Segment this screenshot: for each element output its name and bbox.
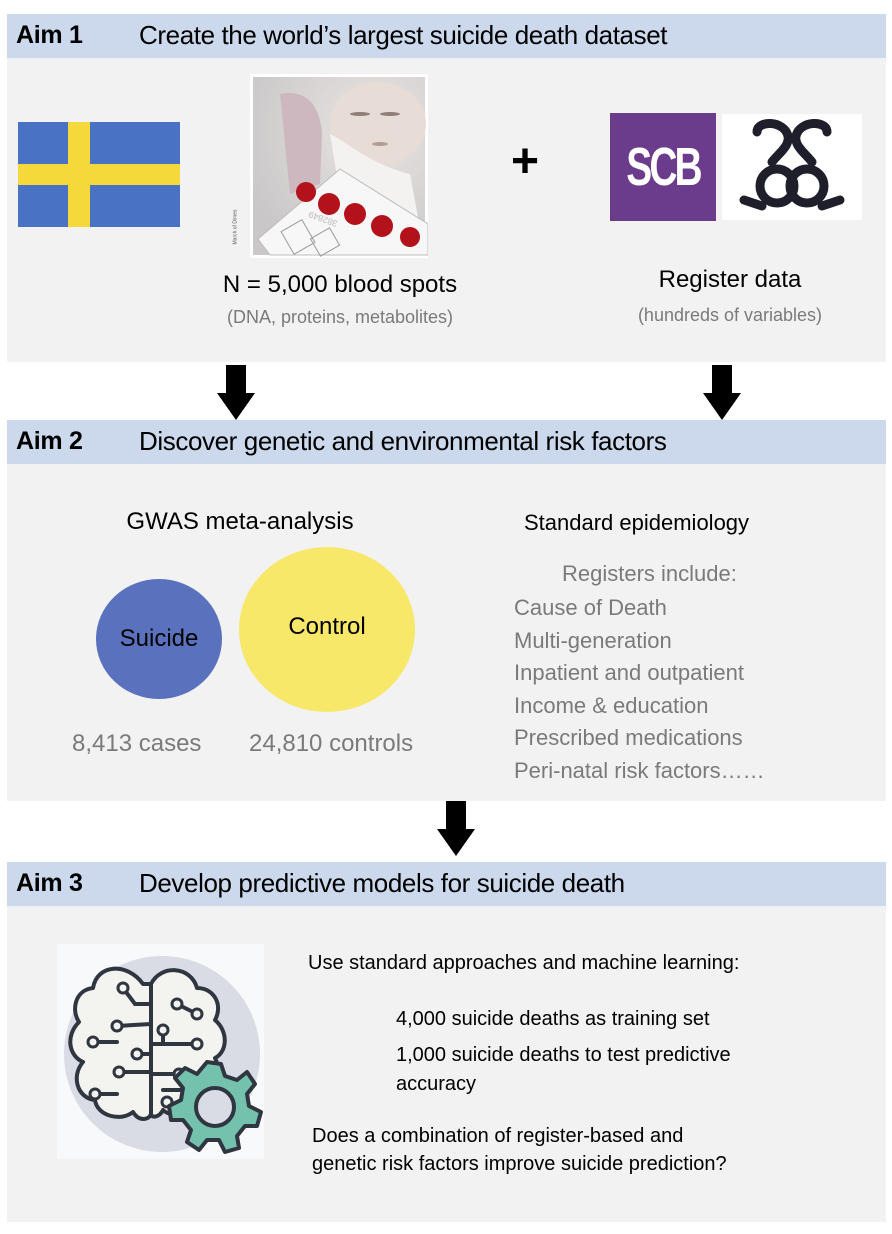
blood-spot — [296, 182, 316, 202]
suicide-circle-label: Suicide — [119, 625, 199, 652]
blood-spot — [318, 193, 340, 215]
arrow-shaft — [712, 365, 732, 394]
aim2-label: Aim 2 — [16, 427, 83, 455]
registers-list: Cause of Death Multi-generation Inpatien… — [514, 592, 765, 787]
test-set-text-line2: accuracy — [396, 1073, 477, 1095]
gear-icon — [167, 1060, 263, 1154]
test-set-text-line1: 1,000 suicide deaths to test predictive — [396, 1044, 731, 1066]
aim1-header: Aim 1 Create the world’s largest suicide… — [7, 14, 886, 58]
brain-gear-svg — [64, 956, 263, 1154]
question-text-line1: Does a combination of register-based and — [312, 1125, 684, 1147]
blood-spot-photo-image — [253, 77, 429, 257]
register-item: Multi-generation — [514, 627, 672, 653]
question-text-line2: genetic risk factors improve suicide pre… — [312, 1153, 727, 1175]
gwas-heading: GWAS meta-analysis — [126, 508, 354, 535]
interlocked-rings-icon — [739, 119, 845, 211]
arrow-down-left — [217, 365, 255, 421]
aim3-title: Develop predictive models for suicide de… — [139, 868, 625, 898]
epi-heading: Standard epidemiology — [524, 510, 750, 535]
controls-count: 24,810 controls — [249, 730, 414, 757]
aim3-label: Aim 3 — [16, 869, 83, 897]
blood-spot — [344, 203, 366, 225]
register-item: Inpatient and outpatient — [514, 660, 744, 685]
approach-text: Use standard approaches and machine lear… — [308, 952, 740, 974]
blood-spot — [400, 227, 420, 247]
register-item: Cause of Death — [514, 595, 667, 620]
arrow-down-right — [703, 365, 741, 421]
scb-logo: SCB — [610, 113, 716, 221]
plus-sign: + — [511, 135, 540, 188]
blood-spots-heading: N = 5,000 blood spots — [222, 271, 458, 298]
flag-cross-horizontal — [18, 164, 180, 185]
cases-count: 8,413 cases — [72, 730, 202, 757]
aim1-title: Create the world’s largest suicide death… — [139, 20, 668, 50]
newborn-blood-spot-photo: March of Dimes 382849 — [233, 74, 429, 258]
sweden-flag — [18, 122, 180, 227]
registers-intro: Registers include: — [562, 561, 737, 586]
arrow-head — [217, 393, 255, 420]
baby-foot — [280, 93, 322, 194]
blood-spot — [371, 215, 393, 237]
register-heading: Register data — [658, 266, 802, 293]
baby-face — [330, 82, 426, 166]
blood-spots-subheading: (DNA, proteins, metabolites) — [226, 307, 454, 327]
arrow-shaft — [446, 801, 466, 830]
register-subheading: (hundreds of variables) — [637, 305, 823, 325]
aim2-header: Aim 2 Discover genetic and environmental… — [7, 420, 886, 464]
register-item: Prescribed medications — [514, 725, 743, 750]
register-item: Peri-natal risk factors…… — [514, 757, 765, 783]
arrow-head — [437, 829, 475, 856]
register-item: Income & education — [514, 692, 709, 718]
control-circle: Control — [239, 547, 415, 712]
arrow-shaft — [226, 365, 246, 394]
socialstyrelsen-logo — [722, 114, 862, 220]
brain-gear-icon — [57, 944, 264, 1159]
arrow-down-center — [437, 801, 475, 857]
arrow-head — [703, 393, 741, 420]
aim2-title: Discover genetic and environmental risk … — [139, 426, 667, 456]
suicide-circle: Suicide — [96, 579, 222, 699]
aim3-header: Aim 3 Develop predictive models for suic… — [7, 862, 886, 906]
aim1-label: Aim 1 — [16, 21, 83, 49]
training-set-text: 4,000 suicide deaths as training set — [396, 1008, 710, 1030]
photo-credit: March of Dimes — [232, 209, 239, 245]
scb-logo-text: SCB — [626, 137, 702, 197]
control-circle-label: Control — [288, 612, 366, 640]
